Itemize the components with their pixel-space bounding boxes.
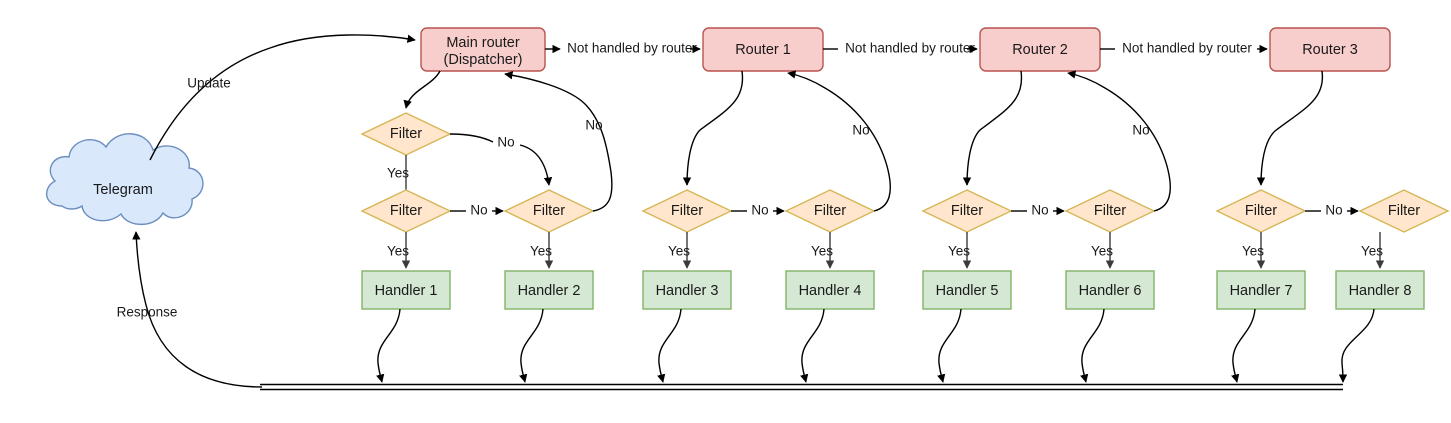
telegram-label: Telegram — [93, 182, 153, 198]
edge-label-no-3: No — [585, 118, 602, 133]
main-router-label-line2: (Dispatcher) — [444, 52, 523, 68]
edge-handler-1-to-bus — [376, 308, 401, 383]
cloud-shape — [46, 133, 204, 226]
router-1-label: Router 1 — [735, 42, 791, 58]
node-filter-6[interactable]: Filter — [921, 189, 1013, 233]
edge-filter-3-no — [504, 71, 613, 212]
main-router-label-line1: Main router — [446, 35, 520, 51]
filter-1-label: Filter — [390, 126, 422, 142]
edge-label-no-4: No — [751, 203, 768, 218]
node-filter-8[interactable]: Filter — [1215, 189, 1307, 233]
node-filter-9[interactable]: Filter — [1358, 189, 1450, 233]
edge-router-3-to-filter-8 — [1256, 70, 1324, 186]
edge-filter-1-no — [449, 133, 494, 143]
node-handler-6[interactable]: Handler 6 — [1065, 270, 1155, 310]
response-bus — [260, 383, 1343, 391]
edge-label-yes-9: Yes — [1361, 244, 1383, 259]
edge-main-router-to-filter-1 — [403, 70, 441, 109]
edge-handler-6-to-bus — [1080, 308, 1105, 383]
edge-label-yes-6: Yes — [948, 244, 970, 259]
edge-filter-7-no — [1067, 70, 1171, 212]
filter-9-label: Filter — [1388, 203, 1420, 219]
handler-2-box — [504, 270, 594, 310]
telegram-cloud-node[interactable]: Telegram — [46, 133, 204, 226]
node-handler-5[interactable]: Handler 5 — [922, 270, 1012, 310]
node-handler-3[interactable]: Handler 3 — [642, 270, 732, 310]
filter-4-label: Filter — [671, 203, 703, 219]
edge-label-not-handled-2: Not handled by router — [845, 41, 975, 56]
node-handler-8[interactable]: Handler 8 — [1335, 270, 1425, 310]
filter-9-shape — [1358, 189, 1450, 233]
filter-3-label: Filter — [533, 203, 565, 219]
filter-7-label: Filter — [1094, 203, 1126, 219]
handler-5-label: Handler 5 — [936, 283, 999, 299]
node-handler-4[interactable]: Handler 4 — [785, 270, 875, 310]
edge-handler-7-to-bus — [1231, 308, 1256, 383]
edge-label-yes-2: Yes — [387, 244, 409, 259]
edge-label-not-handled-1: Not handled by router — [567, 41, 697, 56]
node-router-3[interactable]: Router 3 — [1269, 27, 1391, 72]
edge-filter-1-no-b — [519, 144, 553, 186]
node-filter-3[interactable]: Filter — [503, 189, 595, 233]
edge-handler-5-to-bus — [937, 308, 962, 383]
edge-handler-4-to-bus — [800, 308, 825, 383]
node-handler-7[interactable]: Handler 7 — [1216, 270, 1306, 310]
edge-label-no-5: No — [852, 123, 869, 138]
handler-4-label: Handler 4 — [799, 283, 862, 299]
edge-label-response: Response — [117, 305, 178, 320]
node-filter-4[interactable]: Filter — [641, 189, 733, 233]
node-filter-7[interactable]: Filter — [1064, 189, 1156, 233]
handler-3-label: Handler 3 — [656, 283, 719, 299]
edge-filter-5-no — [787, 70, 891, 212]
handler-6-box — [1065, 270, 1155, 310]
filter-6-label: Filter — [951, 203, 983, 219]
handler-8-label: Handler 8 — [1349, 283, 1412, 299]
node-router-2[interactable]: Router 2 — [979, 27, 1101, 72]
filter-5-label: Filter — [814, 203, 846, 219]
edge-label-yes-4: Yes — [668, 244, 690, 259]
edge-label-yes-3: Yes — [530, 244, 552, 259]
node-router-1[interactable]: Router 1 — [702, 27, 824, 72]
filter-2-label: Filter — [390, 203, 422, 219]
filter-8-label: Filter — [1245, 203, 1277, 219]
node-filter-2[interactable]: Filter — [360, 189, 452, 233]
edge-label-no-1: No — [497, 135, 514, 150]
edge-label-yes-1: Yes — [387, 166, 409, 181]
handler-5-box — [922, 270, 1012, 310]
node-handler-2[interactable]: Handler 2 — [504, 270, 594, 310]
edge-handler-3-to-bus — [657, 308, 682, 383]
router-3-box — [1269, 27, 1391, 72]
handler-7-label: Handler 7 — [1230, 283, 1293, 299]
handler-7-box — [1216, 270, 1306, 310]
handler-1-box — [361, 270, 451, 310]
handler-2-label: Handler 2 — [518, 283, 581, 299]
edge-router-2-to-filter-6 — [962, 70, 1023, 186]
edge-response — [132, 231, 263, 388]
edge-label-update: Update — [187, 76, 231, 91]
edge-label-no-8: No — [1325, 203, 1342, 218]
node-filter-1[interactable]: Filter — [360, 112, 452, 156]
edge-router-1-to-filter-4 — [682, 70, 744, 186]
edge-handler-2-to-bus — [519, 308, 544, 383]
edge-label-not-handled-3: Not handled by router — [1122, 41, 1252, 56]
node-handler-1[interactable]: Handler 1 — [361, 270, 451, 310]
handler-4-box — [785, 270, 875, 310]
router-3-label: Router 3 — [1302, 42, 1358, 58]
edge-update — [149, 34, 416, 161]
edge-handler-8-to-bus — [1338, 308, 1375, 383]
edge-label-no-7: No — [1132, 123, 1149, 138]
node-main-router[interactable]: Main router (Dispatcher) — [420, 27, 546, 72]
handler-1-label: Handler 1 — [375, 283, 438, 299]
node-filter-5[interactable]: Filter — [784, 189, 876, 233]
edge-label-yes-5: Yes — [811, 244, 833, 259]
edge-label-no-2: No — [470, 203, 487, 218]
router-2-label: Router 2 — [1012, 42, 1068, 58]
handler-3-box — [642, 270, 732, 310]
edge-label-yes-7: Yes — [1091, 244, 1113, 259]
edge-label-no-6: No — [1031, 203, 1048, 218]
handler-8-box — [1335, 270, 1425, 310]
handler-6-label: Handler 6 — [1079, 283, 1142, 299]
edge-label-yes-8: Yes — [1242, 244, 1264, 259]
